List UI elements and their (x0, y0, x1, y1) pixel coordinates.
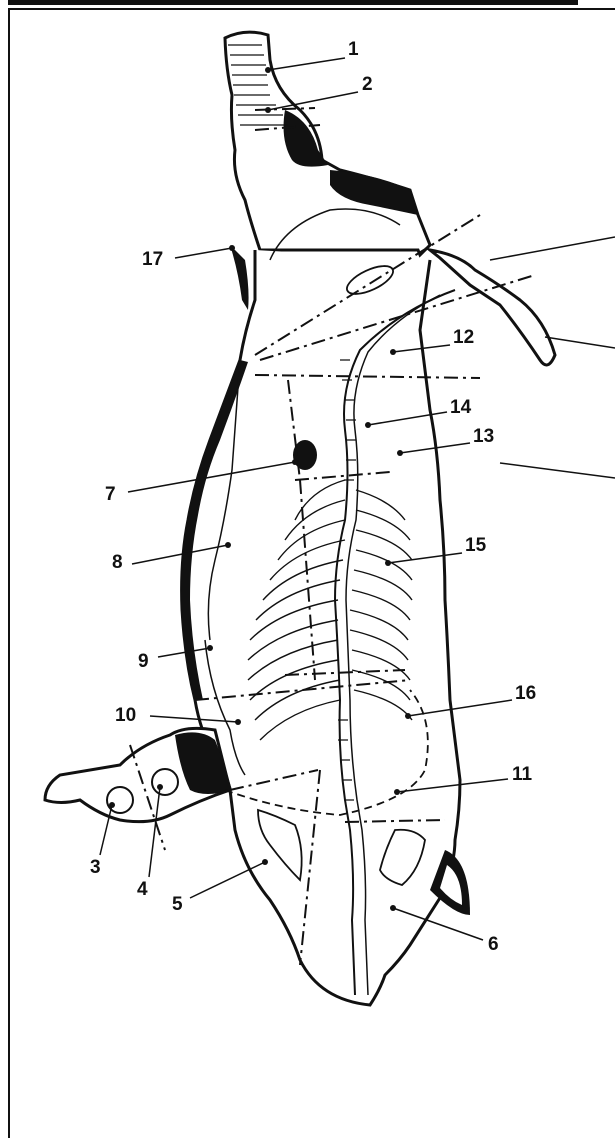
tail-outline (430, 250, 555, 365)
carcass-body-outline (182, 250, 460, 1005)
label-5: 5 (172, 894, 183, 915)
label-12: 12 (453, 327, 474, 348)
label-14: 14 (450, 397, 472, 418)
label-16: 16 (515, 683, 536, 704)
label-17: 17 (142, 249, 163, 270)
knuckle-bone-4 (152, 769, 178, 795)
rump-fat-strip (230, 245, 249, 310)
label-3: 3 (90, 857, 101, 878)
label-4: 4 (137, 879, 148, 900)
label-11: 11 (512, 764, 533, 785)
label-15: 15 (465, 535, 487, 556)
label-8: 8 (112, 552, 123, 573)
label-9: 9 (138, 651, 149, 672)
label-2: 2 (362, 74, 373, 95)
label-6: 6 (488, 934, 499, 955)
label-13: 13 (473, 426, 494, 447)
label-7: 7 (105, 484, 116, 505)
label-10: 10 (115, 705, 136, 726)
label-1: 1 (348, 39, 359, 60)
